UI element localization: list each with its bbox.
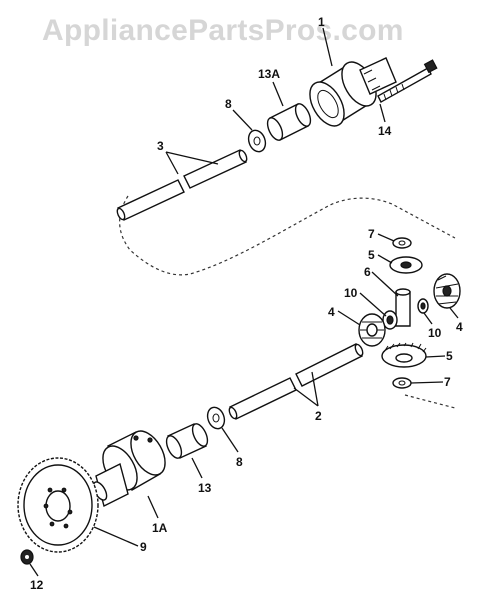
callout-4-left: 4	[328, 305, 335, 319]
bevel-gear-4-left	[358, 313, 386, 347]
dashed-boundary	[119, 195, 456, 276]
axle-shaft-3	[116, 149, 248, 221]
callout-3: 3	[157, 139, 164, 153]
callout-4-right: 4	[456, 320, 463, 334]
axle-shaft-2	[228, 343, 364, 420]
bearing-sleeve-13a	[266, 103, 312, 141]
callout-1: 1	[318, 15, 325, 29]
callout-7-bottom: 7	[444, 375, 451, 389]
callout-1a: 1A	[152, 521, 168, 535]
spider-gear-10-right	[417, 298, 429, 314]
callout-14: 14	[378, 124, 392, 138]
callout-13a: 13A	[258, 67, 280, 81]
callout-9: 9	[140, 540, 147, 554]
callout-12: 12	[30, 578, 44, 592]
callout-10-right: 10	[428, 326, 442, 340]
callout-5-mid: 5	[446, 349, 453, 363]
callout-2: 2	[315, 409, 322, 423]
bevel-gear-5-mid	[381, 342, 427, 368]
bolt-14	[377, 59, 438, 103]
cross-pin-6	[395, 288, 411, 327]
leader-lines	[29, 27, 459, 577]
callout-8-top: 8	[225, 97, 232, 111]
callout-6: 6	[364, 265, 371, 279]
sprocket-9	[17, 457, 99, 553]
washer-8-top	[247, 129, 267, 153]
callout-13: 13	[198, 481, 212, 495]
washer-7-bottom	[392, 377, 412, 389]
dashed-boundary-lower	[404, 394, 456, 409]
bevel-gear-4-right	[433, 273, 461, 309]
differential-housing-1	[309, 57, 397, 127]
washer-7-top	[392, 237, 412, 249]
watermark: AppliancePartsPros.com	[42, 14, 404, 47]
callout-10-left: 10	[344, 286, 358, 300]
nut-12	[20, 549, 34, 565]
thrust-washer-5-top	[389, 256, 423, 274]
bearing-sleeve-13	[165, 423, 209, 459]
callout-7-top: 7	[368, 227, 375, 241]
callout-8-bottom: 8	[236, 455, 243, 469]
spider-gear-10-left	[382, 310, 398, 330]
callout-5-top: 5	[368, 248, 375, 262]
washer-8-bottom	[206, 406, 226, 430]
differential-housing-1a	[92, 430, 166, 508]
